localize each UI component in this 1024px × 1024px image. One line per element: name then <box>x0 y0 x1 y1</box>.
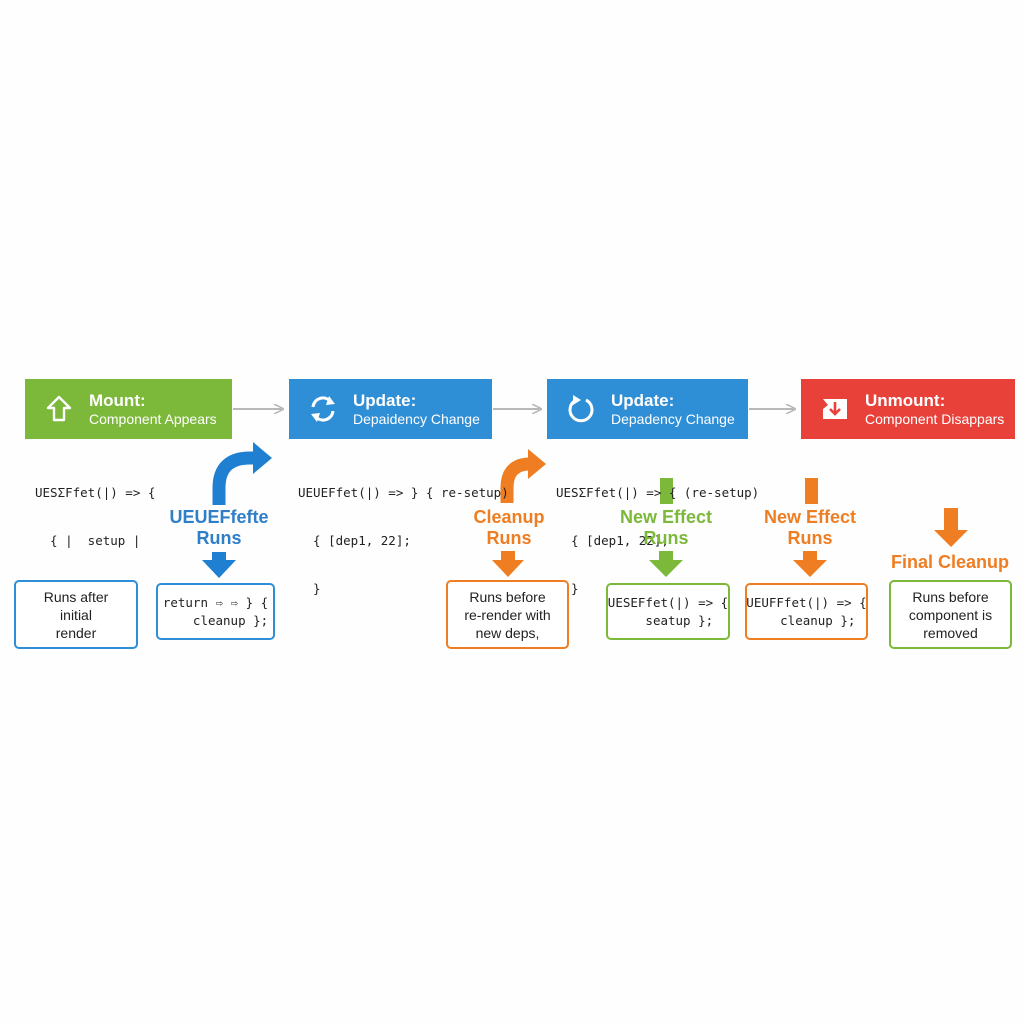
box-line: Runs before <box>912 588 989 605</box>
green-stem <box>660 478 673 504</box>
restart-icon <box>559 387 603 431</box>
box-line: seatup }; <box>622 612 714 628</box>
code-line: } <box>571 581 579 596</box>
cleanup-runs-label: Cleanup Runs <box>449 507 569 549</box>
return-cleanup-box: return ⇨ ⇨ } { cleanup }; <box>156 583 275 640</box>
update-title-2: Update: <box>611 391 675 411</box>
update-title-1: Update: <box>353 391 417 411</box>
update-header-1: Update:Depaidency Change <box>289 379 492 439</box>
box-line: re-render with <box>464 606 551 623</box>
unmount-subtitle: Component Disappars <box>865 410 1005 427</box>
new-effect-cleanup-box: UEUFFfet(|) => { cleanup }; <box>745 583 868 640</box>
unmount-header: Unmount:Component Disappars <box>801 379 1015 439</box>
code-line: UESΣFfet(|) => { <box>35 485 156 500</box>
arrow-up-icon <box>37 387 81 431</box>
blue-down-arrow <box>202 552 236 578</box>
update-code-2: UESΣFfet(|) => { (re-setup) { [dep1, 22]… <box>556 453 759 629</box>
orange-stem <box>805 478 818 504</box>
code-line: UESΣFfet(|) => { (re-setup) <box>556 485 760 500</box>
refresh-icon <box>301 387 345 431</box>
runs-before-rerender-box: Runs before re-render with new deps, <box>446 580 569 649</box>
runs-before-removed-box: Runs before component is removed <box>889 580 1012 649</box>
box-line: Runs after <box>43 588 109 605</box>
update-header-2: Update:Depadency Change <box>547 379 748 439</box>
label-line: New Effect <box>619 507 713 527</box>
label-line: Runs <box>643 528 689 548</box>
label-line: Runs <box>486 528 532 548</box>
runs-after-render-box: Runs after initial render <box>14 580 138 649</box>
box-line: UESEFfet(|) => { <box>607 594 729 610</box>
final-down-arrow <box>934 508 968 547</box>
label-line: Runs <box>787 528 833 548</box>
label-line: New Effect <box>763 507 857 527</box>
new-effect-setup-box: UESEFfet(|) => { seatup }; <box>606 583 730 640</box>
code-line: } <box>298 581 321 596</box>
box-line: cleanup }; <box>162 612 269 628</box>
code-line: UEUEFfet(|) => } { re-setup) <box>298 485 509 500</box>
box-line: component is <box>908 606 993 623</box>
box-line: render <box>55 624 97 641</box>
mount-header: Mount:Component Appears <box>25 379 232 439</box>
label-line: Cleanup <box>473 507 545 527</box>
box-line: cleanup }; <box>757 612 856 628</box>
update-code-1: UEUEFfet(|) => } { re-setup) { [dep1, 22… <box>298 453 509 629</box>
green-down-arrow <box>649 551 683 577</box>
unmount-title: Unmount: <box>865 391 946 411</box>
unmount-icon <box>813 387 857 431</box>
label-line: Runs <box>196 528 242 548</box>
code-line: { [dep1, 22]; <box>556 533 669 548</box>
box-line: return ⇨ ⇨ } { <box>162 594 269 610</box>
box-line: UEUFFfet(|) => { <box>746 594 867 610</box>
box-line: Runs before <box>469 588 546 605</box>
blue-curved-arrow <box>212 451 256 505</box>
final-cleanup-label: Final Cleanup <box>880 552 1020 573</box>
new-effect-runs-label-2: New Effect Runs <box>744 507 876 549</box>
mount-title: Mount: <box>89 391 146 411</box>
effect-runs-label: UEUEFfefte Runs <box>159 507 279 549</box>
box-line: removed <box>923 624 978 641</box>
mount-subtitle: Component Appears <box>89 410 217 427</box>
label-line: Final Cleanup <box>890 552 1009 572</box>
orange-down-arrow-2 <box>793 551 827 577</box>
update-subtitle-2: Depadency Change <box>611 410 735 427</box>
label-line: UEUEFfefte <box>169 507 269 527</box>
code-line: { [dep1, 22]; <box>298 533 411 548</box>
mount-code: UESΣFfet(|) => { { | setup | } <box>35 453 155 629</box>
box-line: initial <box>60 606 92 623</box>
code-line: { | setup | <box>35 533 141 548</box>
update-subtitle-1: Depaidency Change <box>353 410 480 427</box>
orange-curved-arrow <box>500 457 531 503</box>
orange-down-arrow <box>492 551 524 577</box>
box-line: new deps, <box>475 624 540 641</box>
new-effect-runs-label-1: New Effect Runs <box>600 507 732 549</box>
